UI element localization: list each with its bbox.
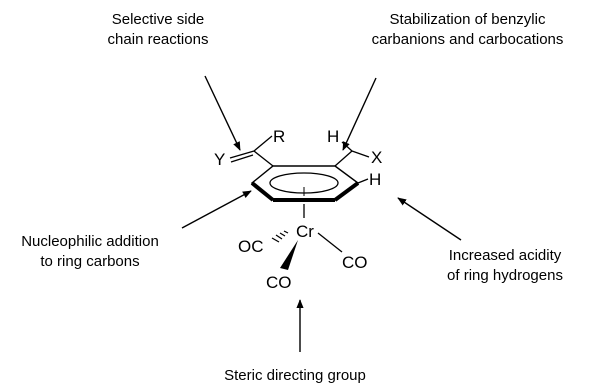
label-nucleophilic-addition: Nucleophilic addition to ring carbons bbox=[21, 233, 159, 270]
atom-y: Y bbox=[214, 150, 225, 169]
atom-x: X bbox=[371, 148, 382, 167]
atom-h-benzylic: H bbox=[327, 127, 339, 146]
arrow-mid-right bbox=[397, 197, 462, 241]
atom-cr: Cr bbox=[296, 222, 314, 241]
atom-oc-left: OC bbox=[238, 237, 264, 256]
benzene-ring bbox=[250, 165, 360, 202]
atom-co-right: CO bbox=[342, 253, 368, 272]
side-chain-left: Y R bbox=[214, 127, 285, 169]
arrow-top-right bbox=[342, 77, 377, 151]
label-ring-hydrogen-acidity: Increased acidity of ring hydrogens bbox=[447, 247, 563, 284]
side-chain-right: H X bbox=[327, 127, 382, 167]
chromium-tricarbonyl: Cr OC CO CO bbox=[238, 204, 368, 292]
label-selective-side-chain: Selective side chain reactions bbox=[107, 11, 209, 48]
arrow-top-left bbox=[204, 75, 241, 151]
label-benzylic-stabilization: Stabilization of benzylic carbanions and… bbox=[371, 11, 564, 48]
atom-h-ring: H bbox=[369, 170, 381, 189]
label-steric-directing-group: Steric directing group bbox=[224, 367, 366, 384]
ring-hydrogen: H bbox=[357, 170, 381, 189]
arrow-mid-left bbox=[181, 190, 252, 229]
atom-r: R bbox=[273, 127, 285, 146]
atom-co-bottom: CO bbox=[266, 273, 292, 292]
